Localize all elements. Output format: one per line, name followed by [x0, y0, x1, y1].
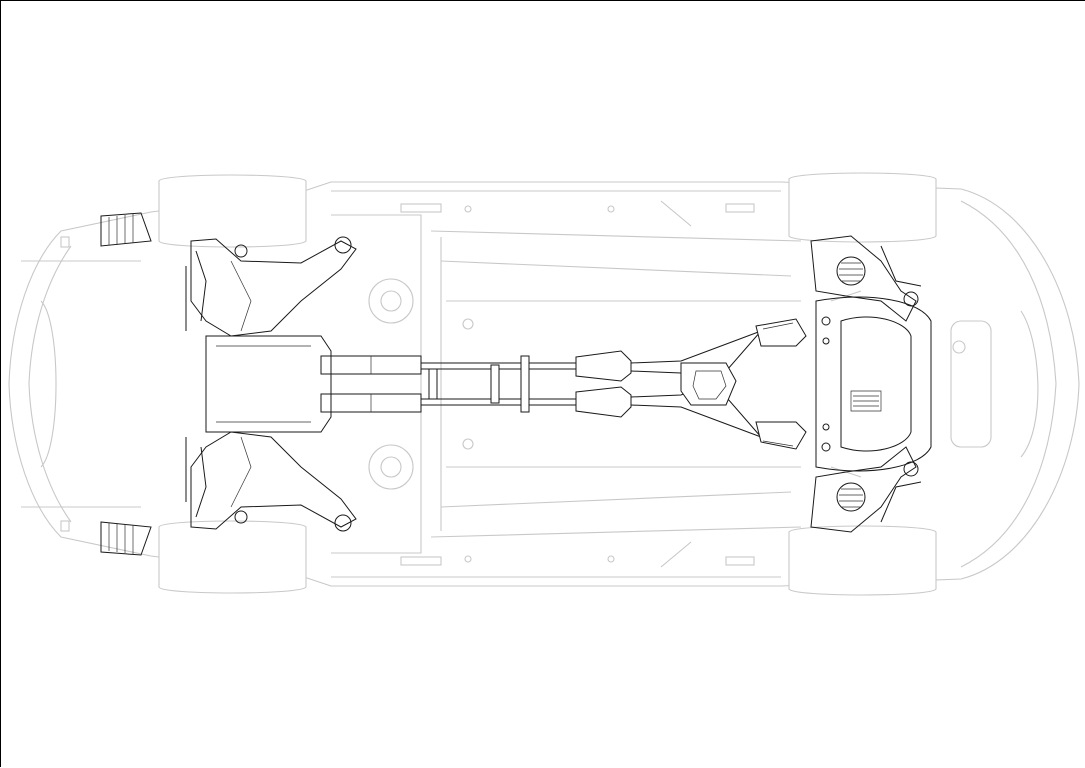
rear-differential	[815, 296, 932, 472]
rear-left-wheel	[788, 172, 937, 243]
right-muffler	[755, 421, 807, 450]
exhaust-system	[320, 318, 807, 450]
rear-right-wheel	[788, 525, 937, 596]
left-muffler	[755, 318, 807, 347]
left-resonator	[575, 350, 632, 382]
x-pipe-junction	[680, 362, 737, 406]
rear-right-suspension	[810, 446, 922, 533]
rear-left-suspension	[810, 235, 922, 322]
front-right-wheel	[158, 520, 307, 594]
front-intake-ducts	[100, 212, 152, 556]
front-subframe	[185, 236, 357, 532]
front-left-wheel	[158, 174, 307, 248]
car-body-outline	[8, 181, 1080, 587]
right-resonator	[575, 386, 632, 418]
